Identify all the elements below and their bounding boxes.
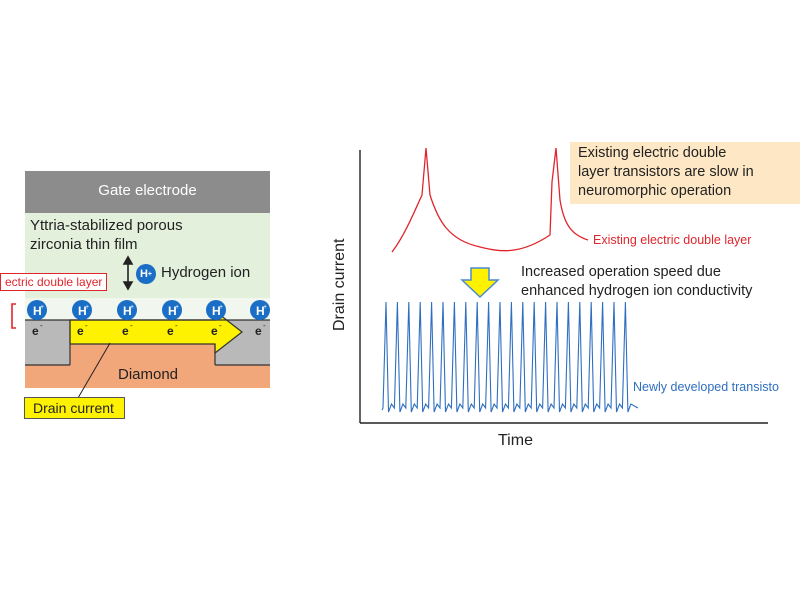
existing-edl-trace [391, 147, 589, 253]
hydrogen-ion-text-6: H [256, 304, 265, 318]
electron-2: e [77, 324, 84, 338]
existing-note-line3: neuromorphic operation [578, 183, 732, 199]
hydrogen-ion-5 [206, 300, 226, 320]
electron-3: e [122, 324, 129, 338]
improvement-line2: enhanced hydrogen ion conductivity [521, 283, 753, 299]
hydrogen-ion-1 [27, 300, 47, 320]
electron-charge-4: - [175, 321, 178, 330]
electron-1: e [32, 324, 39, 338]
electron-4: e [167, 324, 174, 338]
hydrogen-ion-charge-4: + [175, 304, 179, 311]
hydrogen-ion-2 [72, 300, 92, 320]
hydrogen-ion-row: H+H+H+H+H+H+ [27, 300, 270, 320]
electron-5: e [211, 324, 218, 338]
gate-electrode-label: Gate electrode [98, 182, 197, 199]
new-transistor-trace [381, 301, 639, 413]
hydrogen-ion-text-3: H [123, 304, 132, 318]
existing-note-line2: layer transistors are slow in [578, 164, 754, 180]
hydrogen-ion-symbol: H [139, 268, 148, 280]
new-series-label: Newly developed transisto [633, 380, 779, 394]
electron-row: e-e-e-e-e-e- [32, 321, 266, 338]
electron-charge-2: - [85, 321, 88, 330]
hydrogen-ion-text-4: H [168, 304, 177, 318]
hydrogen-ion-3 [117, 300, 137, 320]
gate-electrode-layer [25, 171, 270, 213]
drain-current-label: Drain current [24, 397, 125, 419]
drain-label-leader [77, 342, 111, 399]
graph-canvas [359, 147, 768, 424]
hydrogen-ion-charge: + [147, 270, 153, 278]
ion-strip [25, 298, 270, 320]
hydrogen-motion-arrow [122, 255, 134, 291]
existing-note-box: Existing electric double layer transisto… [570, 142, 800, 204]
hydrogen-ion-6 [250, 300, 270, 320]
edl-bracket [11, 303, 16, 329]
hydrogen-ion-label: Hydrogen ion [161, 264, 251, 281]
edl-label: ectric double layer [0, 273, 108, 291]
hydrogen-ion-text-5: H [212, 304, 221, 318]
hydrogen-ion-4 [162, 300, 182, 320]
existing-note-line1: Existing electric double [578, 145, 727, 161]
existing-series-label: Existing electric double layer [593, 233, 752, 247]
hydrogen-ion-charge-3: + [130, 304, 134, 311]
hydrogen-ion-charge-5: + [219, 304, 223, 311]
zirconia-film-label-line2: zirconia thin film [30, 236, 138, 253]
hydrogen-ion-charge-2: + [85, 304, 89, 311]
improvement-arrow [460, 267, 500, 299]
electron-charge-3: - [130, 321, 133, 330]
improvement-line1: Increased operation speed due [521, 264, 721, 280]
hydrogen-ion-text-1: H [33, 304, 42, 318]
x-axis-label: Time [498, 432, 533, 449]
source-block [25, 320, 70, 365]
zirconia-film-label-line1: Yttria-stabilized porous [30, 217, 183, 234]
electron-charge-6: - [263, 321, 266, 330]
electron-charge-5: - [219, 321, 222, 330]
hydrogen-ion-text-2: H [78, 304, 87, 318]
electron-charge-1: - [40, 321, 43, 330]
electron-6: e [255, 324, 262, 338]
hydrogen-ion-charge-6: + [263, 304, 267, 311]
diamond-label: Diamond [118, 366, 179, 383]
device-cross-section: H+H+H+H+H+H+ e-e-e-e-e-e- [11, 171, 270, 399]
hydrogen-ion-icon: H+ [136, 264, 156, 284]
y-axis-label: Drain current [331, 238, 348, 331]
hydrogen-ion-charge-1: + [40, 304, 44, 311]
